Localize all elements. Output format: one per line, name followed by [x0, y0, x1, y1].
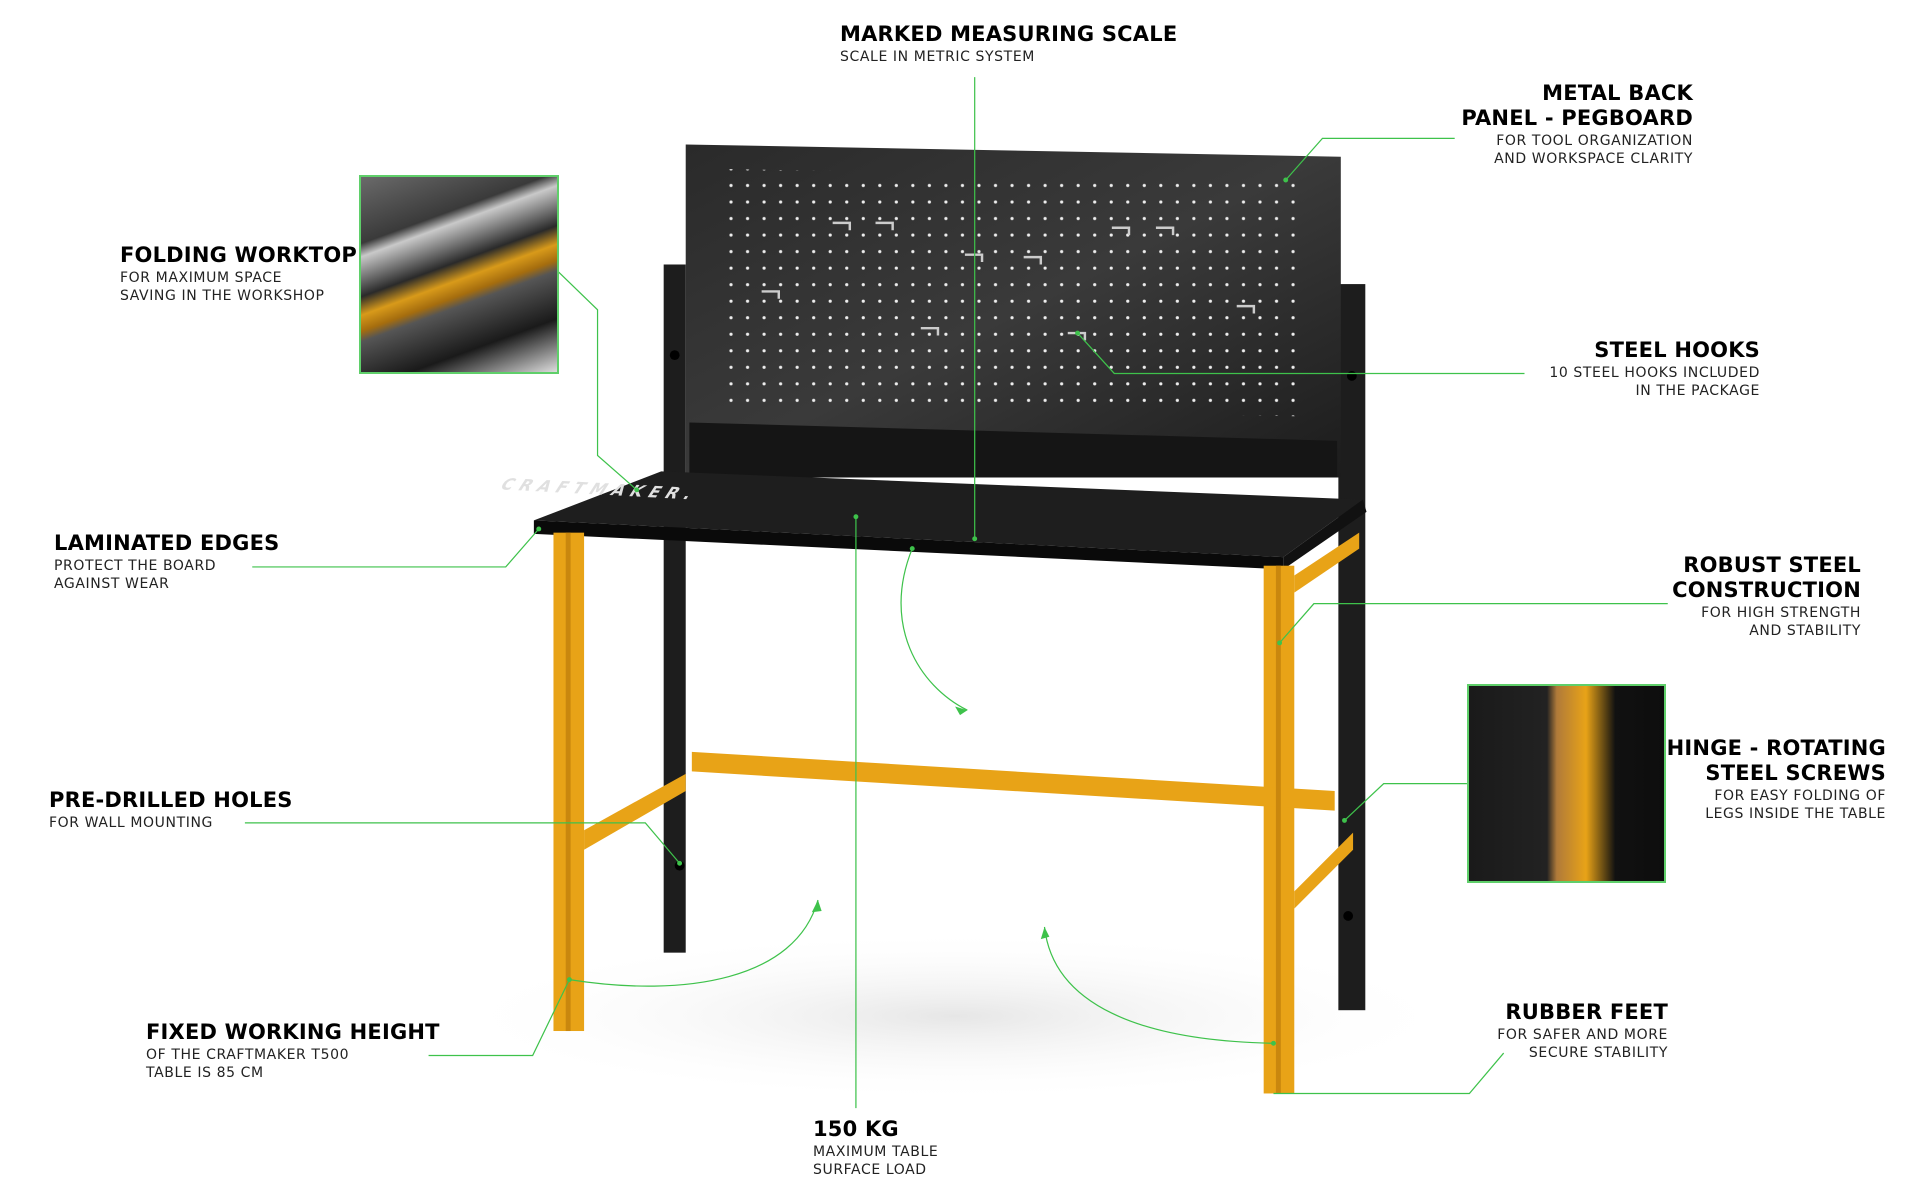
tabletop: [533, 471, 1363, 558]
callout-title: RUBBER FEET: [1505, 1000, 1668, 1024]
callout-subtitle: OF THE CRAFTMAKER T500 TABLE IS 85 CM: [146, 1047, 350, 1081]
callout-subtitle: FOR TOOL ORGANIZATION AND WORKSPACE CLAR…: [1494, 133, 1693, 167]
callout-title: LAMINATED EDGES: [54, 531, 280, 555]
callout-subtitle: 10 STEEL HOOKS INCLUDED IN THE PACKAGE: [1549, 365, 1760, 399]
callout-title: HINGE - ROTATING STEEL SCREWS: [1666, 736, 1886, 785]
callout-subtitle: MAXIMUM TABLE SURFACE LOAD: [813, 1144, 939, 1178]
callout-subtitle: FOR MAXIMUM SPACE SAVING IN THE WORKSHOP: [120, 270, 325, 304]
callout-rubber-feet: RUBBER FEET FOR SAFER AND MORE SECURE ST…: [1497, 1000, 1668, 1062]
callout-metal-back-panel: METAL BACK PANEL - PEGBOARD FOR TOOL ORG…: [1461, 81, 1693, 168]
callout-title: 150 KG: [813, 1117, 899, 1141]
callout-subtitle: FOR WALL MOUNTING: [49, 815, 213, 831]
callout-title: METAL BACK PANEL - PEGBOARD: [1461, 81, 1693, 130]
callout-folding-worktop: FOLDING WORKTOP FOR MAXIMUM SPACE SAVING…: [120, 243, 357, 305]
callout-hinge: HINGE - ROTATING STEEL SCREWS FOR EASY F…: [1667, 736, 1886, 823]
hinge-inset-photo: [1467, 684, 1666, 883]
folding-worktop-inset-photo: [359, 175, 559, 374]
callout-steel-hooks: STEEL HOOKS 10 STEEL HOOKS INCLUDED IN T…: [1549, 338, 1760, 400]
callout-lines: [244, 77, 1668, 1109]
callout-subtitle: FOR EASY FOLDING OF LEGS INSIDE THE TABL…: [1705, 788, 1886, 822]
callout-title: STEEL HOOKS: [1594, 338, 1760, 362]
callout-laminated-edges: LAMINATED EDGES PROTECT THE BOARD AGAINS…: [54, 531, 279, 593]
callout-fixed-height: FIXED WORKING HEIGHT OF THE CRAFTMAKER T…: [146, 1020, 440, 1082]
callout-title: FOLDING WORKTOP: [120, 243, 357, 267]
callout-pre-drilled-holes: PRE-DRILLED HOLES FOR WALL MOUNTING: [49, 788, 293, 832]
right-rear-post: [1338, 284, 1366, 1011]
callout-title: ROBUST STEEL CONSTRUCTION: [1672, 553, 1861, 602]
callout-measuring-scale: MARKED MEASURING SCALE SCALE IN METRIC S…: [840, 22, 1177, 66]
callout-subtitle: SCALE IN METRIC SYSTEM: [840, 49, 1035, 65]
left-rear-post: [663, 264, 686, 953]
callout-subtitle: FOR SAFER AND MORE SECURE STABILITY: [1497, 1027, 1668, 1061]
callout-title: FIXED WORKING HEIGHT: [146, 1020, 440, 1044]
callout-robust-steel: ROBUST STEEL CONSTRUCTION FOR HIGH STREN…: [1672, 553, 1861, 640]
steel-hooks: [761, 221, 1256, 341]
callout-title: PRE-DRILLED HOLES: [49, 788, 293, 812]
callout-subtitle: FOR HIGH STRENGTH AND STABILITY: [1701, 605, 1861, 639]
callout-subtitle: PROTECT THE BOARD AGAINST WEAR: [54, 558, 217, 592]
callout-title: MARKED MEASURING SCALE: [840, 22, 1178, 46]
callout-max-load: 150 KG MAXIMUM TABLE SURFACE LOAD: [813, 1117, 938, 1179]
